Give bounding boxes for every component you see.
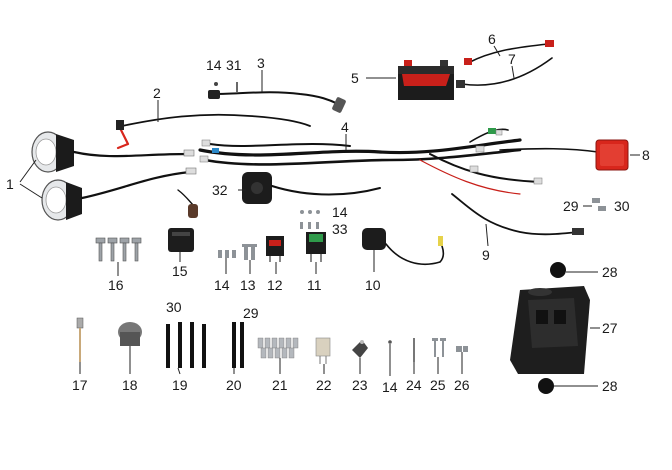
callout-23: 23	[352, 377, 368, 393]
battery-lead-7	[461, 57, 553, 86]
callout-30-right: 30	[614, 198, 630, 214]
callout-32: 32	[212, 182, 228, 198]
callout-30-left: 30	[166, 299, 182, 315]
relay-12	[266, 236, 284, 262]
callout-1: 1	[6, 176, 14, 192]
relay-11	[306, 232, 326, 262]
callout-22: 22	[316, 377, 332, 393]
headlight-wire-lower	[80, 170, 192, 200]
callout-29-right: 29	[563, 198, 579, 214]
handlebar-switch	[362, 228, 445, 266]
callout-14-top: 14	[206, 57, 222, 73]
callout-14-mid: 14	[332, 204, 348, 220]
callout-21: 21	[272, 377, 288, 393]
callout-5: 5	[351, 70, 359, 86]
wire-2	[121, 113, 311, 127]
part-17-bulb	[76, 317, 84, 362]
callout-19: 19	[172, 377, 188, 393]
callout-14-bottom: 14	[382, 379, 398, 395]
part-14-pin	[388, 340, 392, 344]
cdi-unit	[168, 228, 194, 252]
callout-7: 7	[508, 51, 516, 67]
part-26-nut	[456, 346, 468, 352]
cable-3	[215, 91, 339, 105]
callout-4: 4	[341, 119, 349, 135]
headlight-lower	[41, 179, 82, 221]
grommet-upper	[550, 262, 566, 278]
callout-28-lower: 28	[602, 378, 618, 394]
part-20-ties	[232, 322, 244, 368]
callout-17: 17	[72, 377, 88, 393]
callout-24: 24	[406, 377, 422, 393]
callout-28-upper: 28	[602, 264, 618, 280]
callout-9: 9	[482, 247, 490, 263]
callout-10: 10	[365, 277, 381, 293]
callout-27: 27	[602, 320, 618, 336]
callout-25: 25	[430, 377, 446, 393]
callout-11: 11	[307, 277, 322, 293]
sensor-switch	[177, 189, 198, 218]
part-25-bolts	[432, 338, 446, 357]
leader-lines	[19, 45, 640, 387]
callout-6: 6	[488, 31, 496, 47]
bolts-16	[95, 237, 142, 262]
callout-16: 16	[108, 277, 124, 293]
part-19-ties	[166, 322, 206, 368]
callout-15: 15	[172, 263, 188, 279]
part-22-connector	[315, 337, 331, 364]
cable-9	[451, 193, 579, 236]
battery-lead-6	[469, 43, 549, 63]
callout-20: 20	[226, 377, 242, 393]
callout-13: 13	[240, 277, 256, 293]
ignition-coil	[242, 172, 272, 204]
callout-2: 2	[153, 85, 161, 101]
callout-numbers: 1 2 14 31 3 4 5 6 7 8 32 14 33 29 30 9 1…	[6, 31, 650, 395]
air-box	[510, 286, 590, 374]
main-wiring-harness	[198, 128, 599, 195]
part-23-clip	[352, 340, 368, 358]
part-21-terminals	[257, 337, 299, 359]
callout-18: 18	[122, 377, 138, 393]
clip-29-30	[592, 198, 606, 211]
callout-31: 31	[226, 57, 242, 73]
headlight-wire-upper	[72, 150, 190, 158]
callout-29-left: 29	[243, 305, 259, 321]
grommet-lower	[538, 378, 554, 394]
washers-14-33	[300, 210, 320, 229]
part-18-cap	[118, 322, 142, 346]
callout-12: 12	[267, 277, 283, 293]
battery	[398, 60, 454, 100]
screws-14-13	[218, 244, 257, 260]
headlight-upper	[31, 131, 74, 173]
callout-26: 26	[454, 377, 470, 393]
tail-light	[595, 139, 629, 171]
callout-14-row: 14	[214, 277, 230, 293]
callout-3: 3	[257, 55, 265, 71]
callout-33: 33	[332, 221, 348, 237]
callout-8: 8	[642, 147, 650, 163]
